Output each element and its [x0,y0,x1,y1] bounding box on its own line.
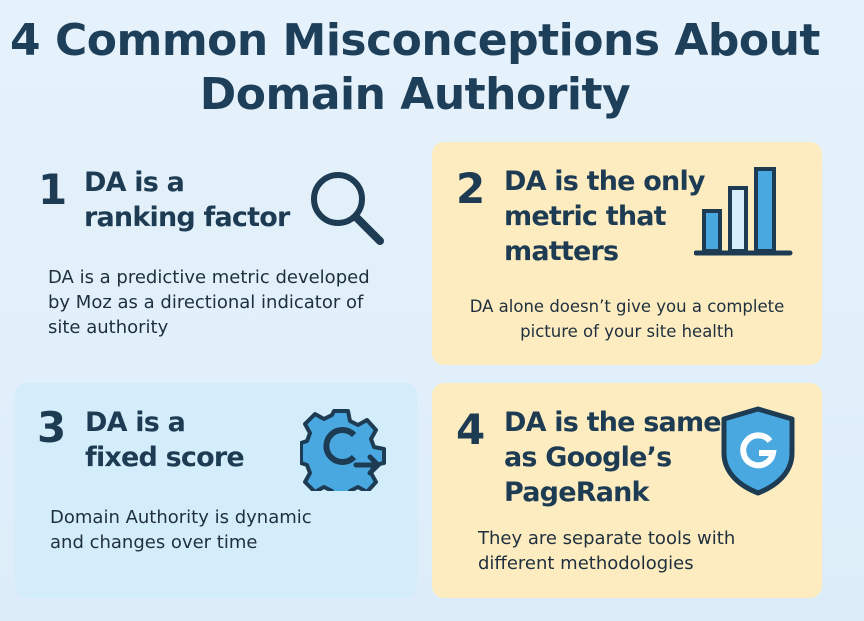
bar-chart-icon [694,167,793,256]
desc-line: different methodologies [478,553,694,574]
card-2: 2 DA is the only metric that matters DA … [432,142,822,365]
title-line-1: 4 Common Misconceptions About [10,15,820,66]
heading-line: fixed score [85,442,245,473]
card-description: Domain Authority is dynamic and changes … [50,505,312,555]
heading-line: DA is the only [504,166,706,197]
search-icon [311,172,384,245]
desc-line: picture of your site health [520,322,734,341]
card-description: DA alone doesn’t give you a complete pic… [432,294,822,344]
heading-line: DA is the same [504,407,722,438]
card-description: They are separate tools with different m… [478,526,735,576]
card-heading: DA is the only metric that matters [504,164,706,269]
card-number: 4 [456,405,486,454]
card-heading: DA is a ranking factor [84,165,290,235]
desc-line: They are separate tools with [478,528,736,549]
card-heading: DA is a fixed score [85,405,245,475]
card-number: 3 [37,403,67,452]
card-number: 2 [456,164,486,213]
desc-line: and changes over time [50,532,258,553]
desc-line: site authority [48,317,169,338]
desc-line: DA is a predictive metric developed [48,267,370,288]
card-1: 1 DA is a ranking factor DA is a predict… [18,145,420,370]
desc-line: Domain Authority is dynamic [50,507,312,528]
heading-line: ranking factor [84,202,290,233]
gear-refresh-icon [300,409,386,491]
google-shield-icon [721,406,795,496]
title-line-2: Domain Authority [199,69,631,120]
heading-line: metric that [504,201,667,232]
desc-line: DA alone doesn’t give you a complete [469,297,785,316]
heading-line: as Google’s [504,442,672,473]
heading-line: matters [504,236,619,267]
heading-line: DA is a [84,167,185,198]
card-4: 4 DA is the same as Google’s PageRank Th… [432,383,822,598]
heading-line: PageRank [504,477,650,508]
desc-line: by Moz as a directional indicator of [48,292,364,313]
card-3: 3 DA is a fixed score Domain Authority i… [15,383,417,598]
heading-line: DA is a [85,407,186,438]
page-title: 4 Common Misconceptions About Domain Aut… [0,14,830,122]
card-heading: DA is the same as Google’s PageRank [504,405,722,510]
card-description: DA is a predictive metric developed by M… [48,265,370,340]
card-number: 1 [38,165,68,214]
